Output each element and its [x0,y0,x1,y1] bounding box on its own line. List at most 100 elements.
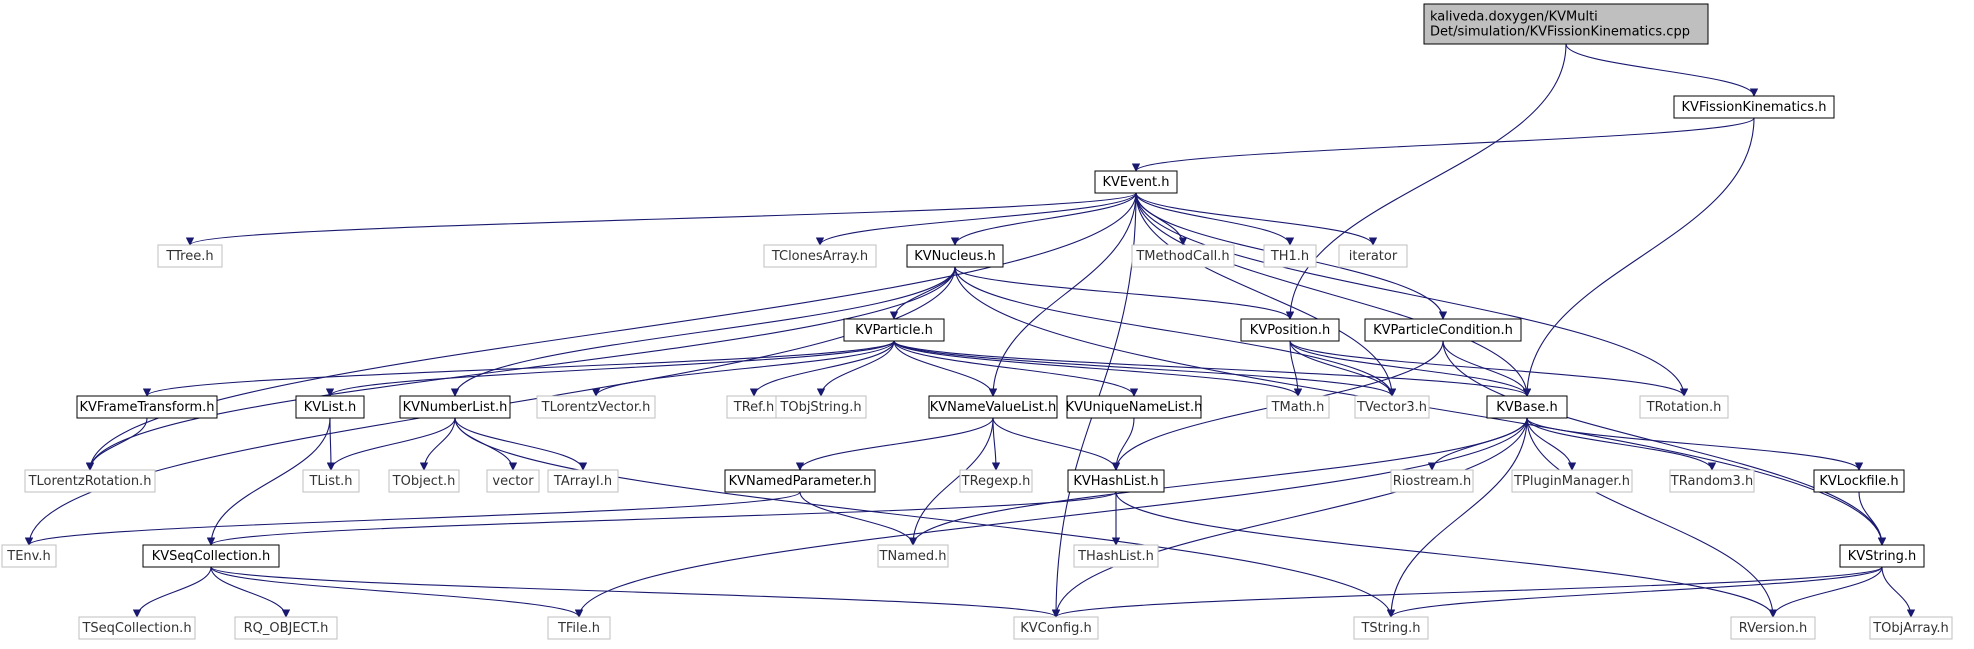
node-label: vector [492,474,534,489]
edge-kvevent-h-to-kvnamevaluelist-h [993,192,1137,396]
edge-kvparticle-h-to-kvframetransform-h [147,340,895,397]
node-kvlist-h[interactable]: KVList.h [295,395,365,419]
edge-kvnamevaluelist-h-to-tnamed-h [913,417,994,545]
node-kvseqcollection-h[interactable]: KVSeqCollection.h [142,544,280,568]
node-ttree-h: TTree.h [157,244,223,268]
node-label: KVParticle.h [855,323,933,338]
node-box [76,395,218,419]
node-kvparticle-h[interactable]: KVParticle.h [843,318,945,342]
node-kvnumberlist-h[interactable]: KVNumberList.h [399,395,511,419]
node-label: TObject.h [392,474,456,489]
edge-kvposition-h-to-trotation-h [1289,340,1684,397]
node-kvevent-h[interactable]: KVEvent.h [1094,170,1178,194]
node-label: TRef.h [733,400,774,415]
node-label: KVNumberList.h [403,400,508,415]
node-box [536,395,656,419]
node-box [1066,395,1202,419]
node-label: KVConfig.h [1020,621,1092,636]
node-tregexp-h: TRegexp.h [959,469,1033,493]
node-kvnamevaluelist-h[interactable]: KVNameValueList.h [928,395,1058,419]
node-box [775,395,867,419]
node-label: KVFissionKinematics.h [1682,100,1827,115]
node-label: THashList.h [1077,549,1154,564]
node-box [1839,544,1925,568]
edge-kvfissionkinematics-h-to-kvbase-h [1527,117,1755,396]
edge-kvevent-h-to-ttree-h [190,192,1137,246]
node-box [1240,318,1340,342]
edge-kvnumberlist-h-to-tobject-h [424,417,456,471]
node-box [1073,544,1159,568]
node-label: TFile.h [557,621,600,636]
node-riostream-h: Riostream.h [1390,469,1474,493]
node-tenv-h: TEnv.h [1,544,57,568]
node-label: TRandom3.h [1670,474,1753,489]
node-label: TList.h [308,474,352,489]
node-box [1511,469,1633,493]
edge-kvposition-h-to-tvector3-h [1289,340,1392,397]
edge-kvfissionkinematics-h-to-kvevent-h [1136,117,1755,172]
node-kvnamedparameter-h[interactable]: KVNamedParameter.h [724,469,876,493]
edge-kvparticle-h-to-tmath-h [893,340,1298,397]
node-box [1338,244,1408,268]
node-kvnucleus-h[interactable]: KVNucleus.h [906,244,1004,268]
edge-kvnamevaluelist-h-to-kvhashlist-h [992,417,1116,471]
node-box [1390,469,1474,493]
node-box [1266,395,1330,419]
node-box [142,544,280,568]
node-label: KVHashList.h [1073,474,1158,489]
node-kvstring-h[interactable]: KVString.h [1839,544,1925,568]
node-box [295,395,365,419]
node-kvlockfile-h[interactable]: KVLockfile.h [1813,469,1905,493]
edge-kvlockfile-h-to-kvstring-h [1858,491,1882,545]
node-trandom3-h: TRandom3.h [1669,469,1755,493]
node-kvposition-h[interactable]: KVPosition.h [1240,318,1340,342]
edge-kvevent-h-to-trotation-h [1135,192,1684,396]
node-kvparticlecondition-h[interactable]: KVParticleCondition.h [1364,318,1522,342]
node-label: KVPosition.h [1250,323,1330,338]
edge-kvnumberlist-h-to-tstring-h [454,417,1391,617]
edge-kvseqcollection-h-to-rq-object-h [210,566,286,618]
edge-kvparticlecondition-h-to-kvstring-h [1442,340,1882,545]
node-label: KVUniqueNameList.h [1066,400,1203,415]
node-box [1813,469,1905,493]
node-label: TH1.h [1270,249,1309,264]
node-box [1353,616,1429,640]
edge-kvparticle-h-to-tref-h [754,340,895,397]
node-box [157,244,223,268]
node-kvbase-h[interactable]: KVBase.h [1486,395,1568,419]
edge-kvstring-h-to-kvconfig-h [1056,566,1883,618]
edge-kvevent-h-to-kvbase-h [1135,192,1527,396]
node-tarrayi-h: TArrayI.h [547,469,619,493]
node-box [547,616,611,640]
node-box [234,616,338,640]
node-label: KVNamedParameter.h [729,474,872,489]
node-kvhashlist-h[interactable]: KVHashList.h [1067,469,1165,493]
node-kvframetransform-h[interactable]: KVFrameTransform.h [76,395,218,419]
node-label: KVParticleCondition.h [1373,323,1513,338]
node-label: TVector3.h [1356,400,1427,415]
node-label: TRotation.h [1646,400,1722,415]
node-tclonesarray-h: TClonesArray.h [763,244,877,268]
node-label: KVFrameTransform.h [80,400,215,415]
node-root[interactable]: kaliveda.doxygen/KVMultiDet/simulation/K… [1423,3,1709,45]
node-box [1486,395,1568,419]
node-box [928,395,1058,419]
node-kvfissionkinematics-h[interactable]: KVFissionKinematics.h [1673,95,1835,119]
node-box [1354,395,1430,419]
node-tref-h: TRef.h [726,395,782,419]
node-box [1263,244,1317,268]
node-box [1869,616,1953,640]
node-box [399,395,511,419]
node-box [877,544,949,568]
edge-kvhashlist-h-to-rversion-h [1115,491,1773,618]
edge-kvnucleus-h-to-kvparticle-h [894,266,956,320]
node-box [1364,318,1522,342]
node-box [1673,95,1835,119]
node-tvector3-h: TVector3.h [1354,395,1430,419]
node-label: TString.h [1360,621,1420,636]
node-box [724,469,876,493]
node-label: RQ_OBJECT.h [244,621,329,636]
node-kvuniquenamelist-h[interactable]: KVUniqueNameList.h [1066,395,1203,419]
edge-kvseqcollection-h-to-tseqcollection-h [137,566,212,618]
